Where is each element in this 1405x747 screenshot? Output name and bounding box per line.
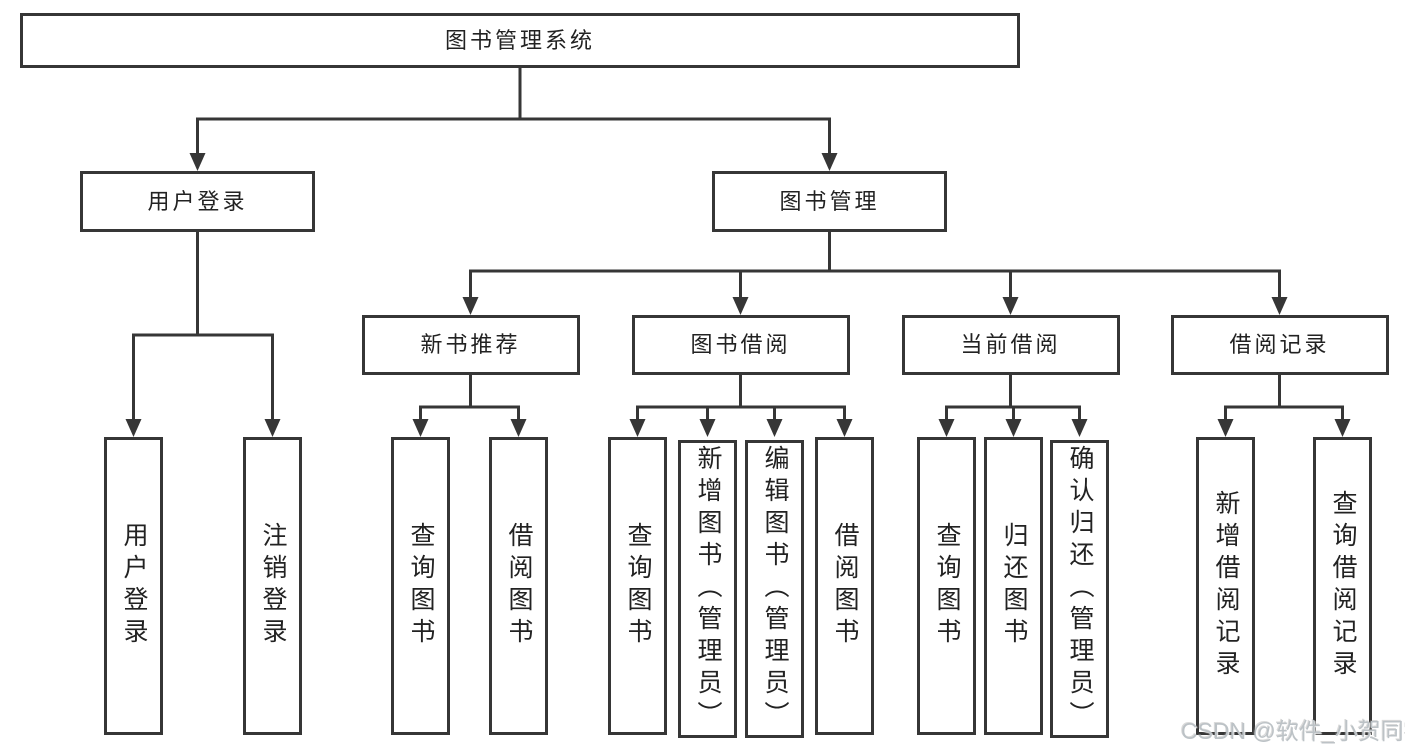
node-new-book-recommend: 新书推荐: [361, 315, 580, 375]
arrowhead: [125, 419, 142, 437]
arrowhead: [1071, 419, 1088, 437]
leaf-edit-book-admin: 编辑图书（管理员）: [745, 440, 804, 738]
arrowhead: [1002, 297, 1019, 315]
arrowhead: [766, 419, 783, 437]
leaf-borrow-books-recommend: 借阅图书: [489, 437, 548, 735]
leaf-return-book: 归还图书: [984, 437, 1043, 735]
arrowhead: [836, 419, 853, 437]
arrowhead: [189, 153, 206, 171]
arrowhead: [1271, 297, 1288, 315]
node-book-borrow: 图书借阅: [631, 315, 850, 375]
node-root: 图书管理系统: [20, 13, 1020, 68]
csdn-watermark: CSDN @软件_小贺同学: [1181, 718, 1405, 744]
node-user-login: 用户登录: [80, 171, 315, 232]
leaf-query-books-borrow: 查询图书: [608, 437, 667, 735]
leaf-borrow-books: 借阅图书: [815, 437, 874, 735]
arrowhead: [629, 419, 646, 437]
arrowhead: [1005, 419, 1022, 437]
arrowhead: [699, 419, 716, 437]
arrowhead: [1217, 419, 1234, 437]
leaf-user-login: 用户登录: [104, 437, 163, 735]
arrowhead: [412, 419, 429, 437]
leaf-logout-login: 注销登录: [243, 437, 302, 735]
arrowhead: [264, 419, 281, 437]
arrowhead: [821, 153, 838, 171]
node-book-management: 图书管理: [712, 171, 947, 232]
arrowhead: [510, 419, 527, 437]
arrowhead: [1334, 419, 1351, 437]
arrowhead: [462, 297, 479, 315]
leaf-query-books-recommend: 查询图书: [391, 437, 450, 735]
arrowhead: [732, 297, 749, 315]
leaf-query-borrow-record: 查询借阅记录: [1313, 437, 1372, 735]
node-current-borrow: 当前借阅: [901, 315, 1120, 375]
leaf-confirm-return-admin: 确认归还（管理员）: [1050, 440, 1109, 738]
leaf-query-books-current: 查询图书: [917, 437, 976, 735]
node-borrow-records: 借阅记录: [1170, 315, 1389, 375]
arrowhead: [938, 419, 955, 437]
leaf-add-book-admin: 新增图书（管理员）: [678, 440, 737, 738]
leaf-add-borrow-record: 新增借阅记录: [1196, 437, 1255, 735]
